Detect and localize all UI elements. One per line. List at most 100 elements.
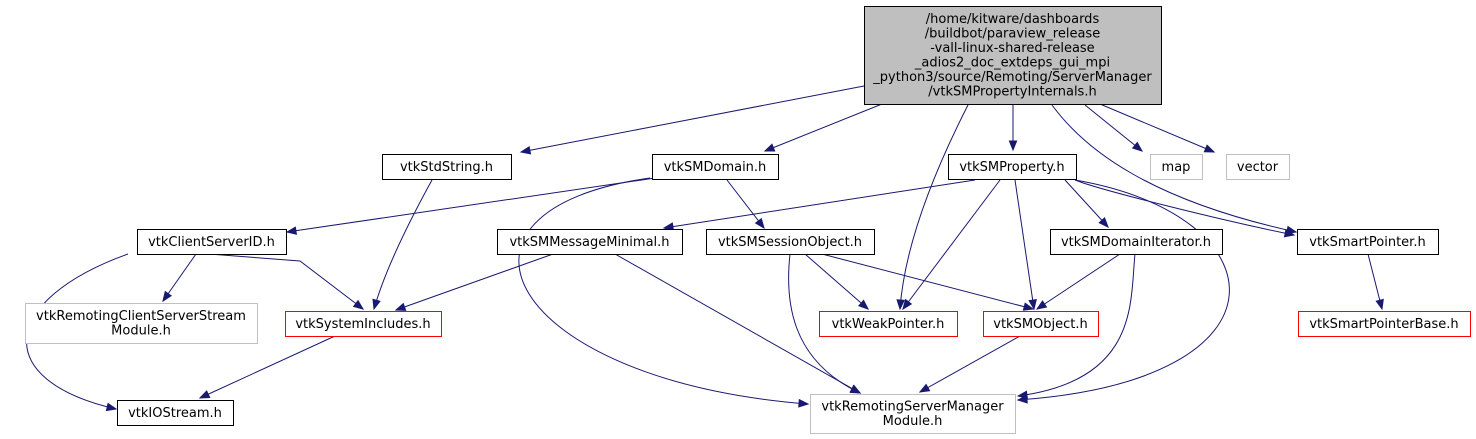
node-vtkSmartPointer[interactable]: vtkSmartPointer.h (1297, 229, 1439, 255)
edge-line (1017, 253, 1136, 397)
node-vtkSMObject[interactable]: vtkSMObject.h (983, 311, 1099, 337)
node-vtkSMDomainIterator[interactable]: vtkSMDomainIterator.h (1050, 229, 1223, 255)
edge-root-to-vtkStdString (519, 85, 865, 155)
node-label-line: vtkRemotingServerManager (821, 400, 1004, 415)
node-vtkSMDomain[interactable]: vtkSMDomain.h (652, 154, 779, 180)
node-vtkSMProperty[interactable]: vtkSMProperty.h (948, 154, 1077, 180)
edge-arrowhead (519, 145, 532, 155)
node-label-line: _adios2_doc_extdeps_gui_mpi (914, 56, 1110, 71)
edge-vtkSMProperty-to-vtkSMObject (1014, 179, 1037, 311)
edge-vtkSMSessionObject-to-vtkRemotingServerManager (788, 253, 862, 394)
node-box (117, 400, 234, 426)
edge-vtkSMDomain-to-vtkSMSessionObject (726, 179, 765, 230)
node-box (1150, 154, 1203, 180)
edge-line (520, 85, 865, 153)
edge-line (788, 253, 861, 394)
edge-vtkSMDomainIterator-to-vtkSMObject (1035, 253, 1121, 310)
node-label-line: vtkWeakPointer.h (832, 317, 945, 332)
edge-vtkClientServerID-to-vtkRemotingClientServerStream (162, 253, 197, 303)
edge-line (726, 179, 765, 229)
node-box (25, 303, 258, 344)
edge-arrowhead (1022, 302, 1035, 311)
node-label-line: vtkClientServerID.h (148, 235, 275, 250)
edge-vtkSMObject-to-vtkRemotingServerManager (918, 335, 1021, 393)
edge-line (919, 335, 1021, 393)
node-vector[interactable]: vector (1226, 154, 1290, 180)
edge-root-to-map (1084, 104, 1144, 152)
edge-arrowhead (162, 290, 173, 303)
node-vtkSMMessageMinimal[interactable]: vtkSMMessageMinimal.h (497, 229, 683, 255)
node-label-line: vtkSMMessageMinimal.h (509, 235, 669, 250)
edge-arrowhead (285, 226, 298, 235)
edge-arrowhead (1098, 217, 1109, 228)
node-vtkSMSessionObject[interactable]: vtkSMSessionObject.h (706, 229, 875, 255)
node-box (864, 6, 1162, 105)
edge-root-to-vtkSMProperty (1008, 105, 1018, 152)
node-label-line: vtkSMObject.h (993, 317, 1088, 332)
nodes-layer: /home/kitware/dashboards/buildbot/paravi… (25, 6, 1471, 434)
node-vtkClientServerID[interactable]: vtkClientServerID.h (137, 229, 287, 255)
node-label-line: -vall-linux-shared-release (930, 41, 1094, 56)
node-vtkWeakPointer[interactable]: vtkWeakPointer.h (819, 311, 958, 337)
node-label-line: vtkSMDomain.h (664, 160, 767, 175)
node-box (1297, 229, 1439, 255)
edge-vtkClientServerID-to-vtkSystemIncludes (208, 253, 365, 310)
edge-line (1074, 179, 1295, 236)
edge-arrowhead (763, 143, 776, 152)
node-label-line: vtkSystemIncludes.h (295, 317, 430, 332)
node-map[interactable]: map (1150, 154, 1203, 180)
edge-arrowhead (1016, 390, 1028, 400)
node-box (983, 311, 1099, 337)
node-label-line: /buildbot/paraview_release (925, 27, 1100, 42)
edge-line (395, 253, 554, 311)
edge-arrowhead (105, 402, 118, 412)
node-box (1050, 229, 1223, 255)
edge-vtkSmartPointer-to-vtkSmartPointerBase (1367, 253, 1384, 311)
edge-vtkSystemIncludes-to-vtkIOStream (198, 335, 336, 399)
edge-line (899, 104, 969, 310)
edge-arrowhead (352, 299, 365, 310)
node-vtkSystemIncludes[interactable]: vtkSystemIncludes.h (285, 311, 442, 337)
edge-line (821, 253, 1034, 310)
edge-vtkSMSessionObject-to-vtkWeakPointer (804, 253, 870, 310)
edge-vtkSMProperty-to-vtkSMMessageMinimal (662, 179, 976, 231)
edge-vtkSMDomain-to-vtkRemotingServerManager (518, 177, 810, 408)
edge-vtkSMProperty-to-vtkWeakPointer (902, 179, 1001, 311)
node-box (819, 311, 958, 337)
edge-line (1036, 253, 1121, 310)
node-box (1298, 311, 1471, 337)
edge-root-to-vector (1099, 103, 1216, 153)
edge-arrowhead (902, 298, 913, 311)
edge-line (614, 253, 861, 394)
edge-vtkSMDomain-to-vtkClientServerID (285, 177, 656, 235)
edge-vtkSMSessionObject-to-vtkSMObject (821, 253, 1035, 311)
node-vtkSmartPointerBase[interactable]: vtkSmartPointerBase.h (1298, 311, 1471, 337)
node-vtkStdString[interactable]: vtkStdString.h (382, 154, 512, 180)
edge-line (1051, 104, 1297, 233)
node-label-line: vector (1237, 160, 1279, 175)
edge-vtkSMMessageMinimal-to-vtkSystemIncludes (394, 253, 554, 311)
node-box (137, 229, 287, 255)
node-label-line: vtkSmartPointerBase.h (1309, 317, 1458, 332)
node-vtkIOStream[interactable]: vtkIOStream.h (117, 400, 234, 426)
node-box (706, 229, 875, 255)
edge-arrowhead (1283, 228, 1296, 238)
node-label-line: vtkStdString.h (400, 160, 493, 175)
node-label-line: vtkSMProperty.h (959, 160, 1064, 175)
edge-arrowhead (394, 302, 407, 311)
node-box (285, 311, 442, 337)
node-root[interactable]: /home/kitware/dashboards/buildbot/paravi… (864, 6, 1162, 105)
node-label-line: map (1162, 160, 1191, 175)
edge-line (518, 177, 809, 405)
edge-line (1014, 179, 1035, 310)
edge-line (286, 177, 656, 233)
edge-arrowhead (1008, 140, 1018, 152)
edge-line (1064, 179, 1109, 228)
edge-line (199, 335, 336, 399)
edge-vtkSMProperty-to-vtkSmartPointer (1074, 179, 1296, 238)
edge-arrowhead (1131, 141, 1144, 152)
edge-line (764, 103, 883, 152)
